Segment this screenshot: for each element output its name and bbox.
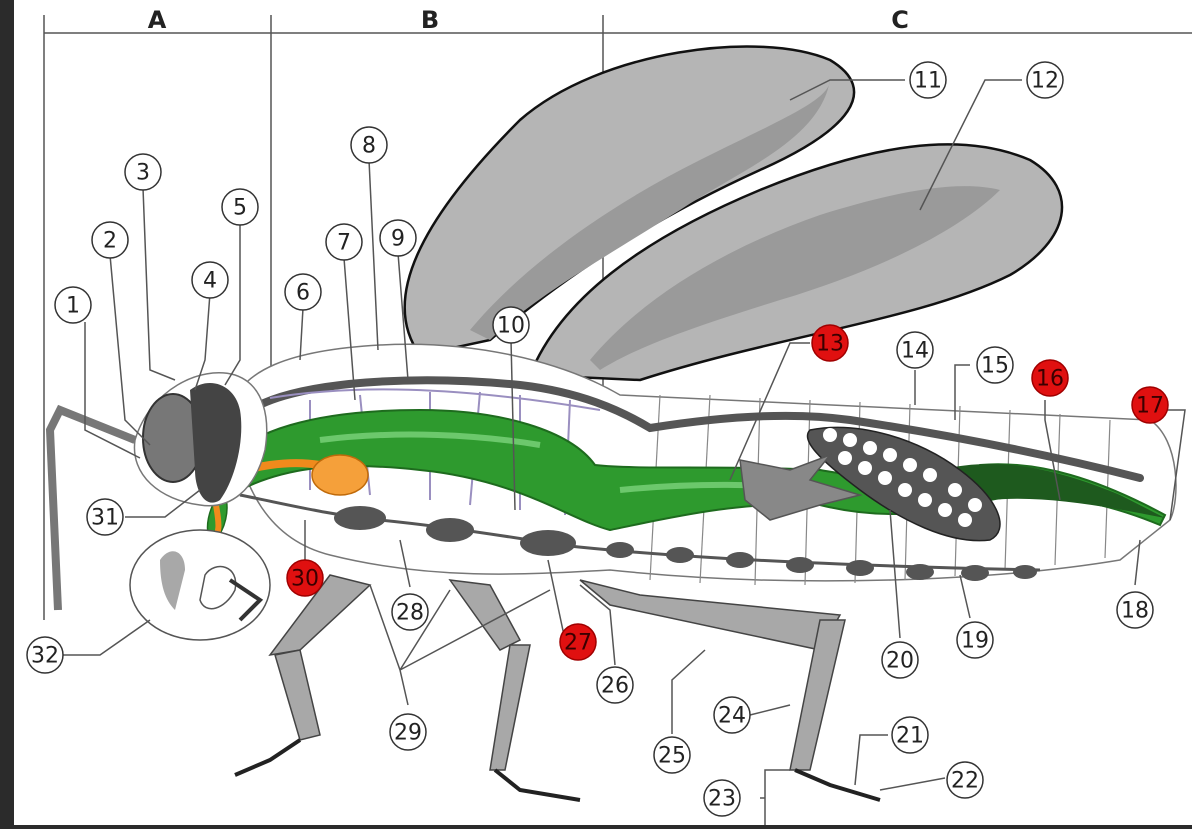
callout-5: 5 [222,189,258,225]
section-label-b: B [421,6,439,34]
callout-number: 11 [914,69,942,94]
callout-23: 23 [704,780,740,816]
callout-7: 7 [326,224,362,260]
callout-18: 18 [1117,592,1153,628]
callout-number: 22 [951,769,979,794]
callout-number: 20 [886,649,914,674]
callout-number: 5 [233,196,247,221]
callout-29: 29 [390,714,426,750]
callout-number: 9 [391,227,405,252]
callout-3: 3 [125,154,161,190]
callout-number: 16 [1036,367,1064,392]
callout-number: 21 [896,724,924,749]
callout-number: 23 [708,787,736,812]
callout-2: 2 [92,222,128,258]
callout-27: 27 [560,624,596,660]
callout-26: 26 [597,667,633,703]
callout-number: 19 [961,629,989,654]
callout-28: 28 [392,594,428,630]
callout-8: 8 [351,127,387,163]
callout-20: 20 [882,642,918,678]
callout-22: 22 [947,762,983,798]
callout-number: 29 [394,721,422,746]
callout-number: 18 [1121,599,1149,624]
callout-number: 12 [1031,69,1059,94]
callout-number: 15 [981,354,1009,379]
callout-number: 4 [203,269,217,294]
callout-15: 15 [977,347,1013,383]
callout-14: 14 [897,332,933,368]
callout-6: 6 [285,274,321,310]
callout-number: 7 [337,231,351,256]
callout-number: 27 [564,631,592,656]
callout-25: 25 [654,737,690,773]
callout-11: 11 [910,62,946,98]
callout-number: 2 [103,229,117,254]
callout-30: 30 [287,560,323,596]
callout-1: 1 [55,287,91,323]
callout-21: 21 [892,717,928,753]
callout-number: 1 [66,294,80,319]
callout-16: 16 [1032,360,1068,396]
callout-12: 12 [1027,62,1063,98]
callout-number: 32 [31,644,59,669]
callout-number: 24 [718,704,746,729]
callout-number: 13 [816,332,844,357]
callout-32: 32 [27,637,63,673]
callout-number: 30 [291,567,319,592]
callout-9: 9 [380,220,416,256]
callout-number: 25 [658,744,686,769]
callout-10: 10 [493,307,529,343]
callout-number: 17 [1136,394,1164,419]
callout-17: 17 [1132,387,1168,423]
callout-31: 31 [87,499,123,535]
callout-19: 19 [957,622,993,658]
callout-number: 10 [497,314,525,339]
callout-number: 14 [901,339,929,364]
callout-number: 3 [136,161,150,186]
callout-24: 24 [714,697,750,733]
callout-number: 8 [362,134,376,159]
callout-number: 31 [91,506,119,531]
callout-number: 28 [396,601,424,626]
callout-4: 4 [192,262,228,298]
callout-number: 26 [601,674,629,699]
callout-number: 6 [296,281,310,306]
section-label-c: C [891,6,909,34]
section-label-a: A [148,6,167,34]
callout-13: 13 [812,325,848,361]
mouthparts [130,530,270,640]
